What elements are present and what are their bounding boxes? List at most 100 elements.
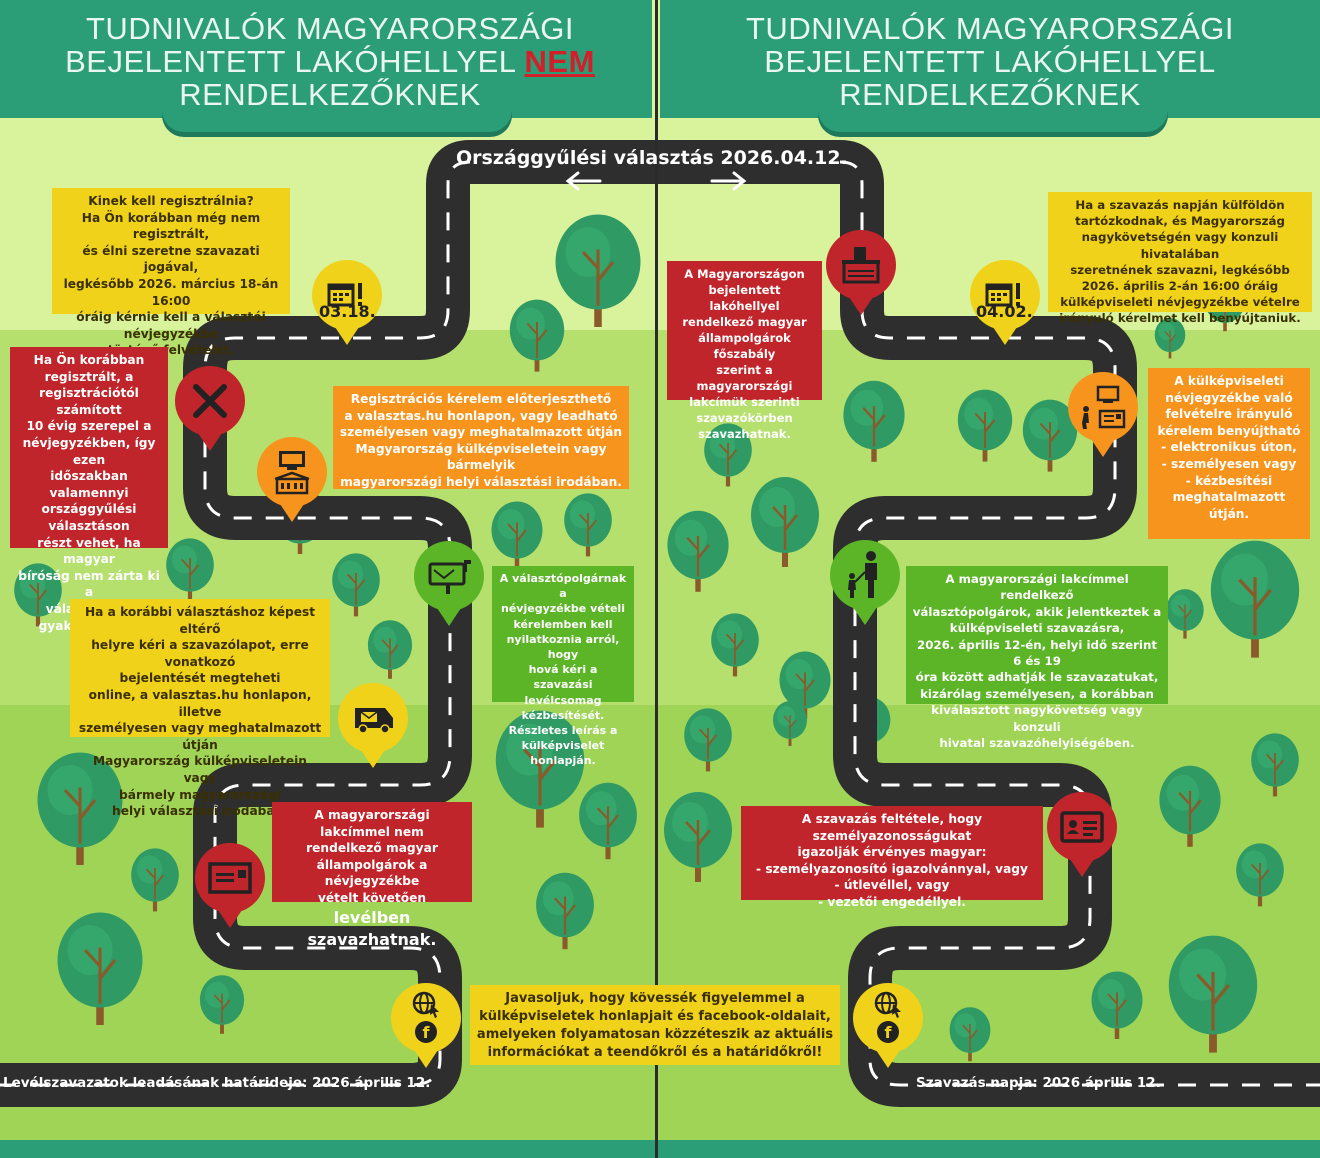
tree (664, 792, 732, 882)
left-title: TUDNIVALÓK MAGYARORSZÁGI BEJELENTETT LAK… (65, 11, 595, 112)
text-line: állampolgárok főszabály (698, 331, 791, 361)
text-line: meghatalmazott útján. (1172, 490, 1286, 521)
id-card-icon (1060, 811, 1104, 843)
computer-person-pin (1068, 372, 1138, 457)
arrow-left-icon (565, 171, 602, 191)
text-line: nagykövetségén vagy konzuli hivatalában (1081, 230, 1279, 261)
text-line: amelyeken folyamatosan közzéteszik az ak… (476, 1027, 834, 1042)
text-line: kérelemben kell (513, 617, 613, 631)
text-line: A magyarországi lakcímmel rendelkező (945, 572, 1129, 603)
text-line: nyilatkoznia arról, hogy (506, 632, 620, 662)
tree (1154, 317, 1186, 359)
text-line: online, a valasztas.hu honlapon, illetve (88, 687, 312, 719)
text-line: Javasoljuk, hogy kövessék figyelemmel a (505, 991, 805, 1006)
tree (779, 651, 831, 719)
text-line: kiválasztott nagykövetség vagy konzuli (931, 703, 1143, 734)
tree (564, 493, 612, 557)
text-line: bejelentett lakóhellyel (708, 283, 781, 313)
tree (495, 710, 585, 828)
text-line: 2026. április 12-én, helyi idő szerint 6… (917, 637, 1157, 669)
text-line: névjegyzékbe (123, 326, 219, 341)
text-line: - kézbesítési (1185, 473, 1273, 488)
text-line: - útlevéllel, vagy (834, 878, 950, 893)
text-line: Magyarország külképviseletein vagy (93, 754, 307, 785)
computer-office-pin (257, 437, 327, 522)
tree (773, 701, 807, 746)
calendar-icon (985, 283, 1020, 307)
text-line: vételt követően (317, 890, 427, 905)
calendar-pin-right (970, 260, 1040, 345)
mail-truck-icon (355, 708, 393, 734)
tree (555, 214, 641, 327)
mailbox-icon (428, 560, 471, 594)
x-pin (175, 366, 245, 451)
svg-text:f: f (885, 1023, 893, 1042)
tree (1210, 540, 1300, 658)
text-line: részt vehet, ha magyar (37, 535, 141, 567)
mail-truck-pin (338, 683, 408, 768)
text-line: 10 évig szerepel a (26, 419, 152, 434)
text-line: bejelentését megteheti (119, 671, 281, 686)
text-line: Ha Ön korábban (33, 353, 145, 367)
text-line: országgyűlési választáson (41, 502, 137, 533)
web-facebook-icon: f (874, 991, 901, 1043)
tree (1236, 843, 1284, 907)
text-line: a valasztas.hu honlapon, vagy leadható (344, 408, 618, 423)
text-line: bármely magyarországi (119, 787, 281, 802)
text-line: Ha a korábbi választáshoz képest eltérő (84, 605, 316, 636)
text-line: helyre kéri a szavazólapot, erre vonatko… (91, 638, 309, 669)
text-line: óráig kérnie kell a választói (76, 310, 266, 325)
text-line: és élni szeretne szavazati jogával, (82, 243, 260, 275)
left-header-tab (162, 90, 512, 132)
calendar-pin-left (312, 260, 382, 345)
web-facebook-pin-left: f (391, 983, 461, 1068)
text-line: személyesen vagy meghatalmazott útján (339, 425, 623, 440)
mailbox-pin (414, 541, 484, 626)
text-line: Részletes leírás a (508, 724, 618, 738)
text-line: - vezetői engedéllyel. (818, 894, 966, 909)
text-line: szavazókörben (696, 411, 793, 425)
text-line: állampolgárok a névjegyzékbe (316, 857, 428, 889)
how-register-box: Regisztrációs kérelem előterjeszthető a v… (333, 386, 629, 489)
text-line: legkésőbb 2026. március 18-án 16:00 (63, 276, 279, 308)
tree (131, 848, 179, 912)
text-line: szeretnének szavazni, legkésőbb (1070, 262, 1290, 277)
tree (536, 872, 594, 950)
center-divider (655, 0, 658, 1158)
text-line: rendelkező magyar (306, 841, 438, 856)
text-line: Magyarország külképviseletein vagy bárme… (355, 441, 607, 473)
voter-icon (848, 551, 877, 598)
date-label-right: 04.02. (976, 302, 1033, 321)
text-line: Regisztrációs kérelem előterjeszthető (350, 392, 612, 406)
text-line: rendelkező magyar (682, 315, 807, 329)
tree (1159, 765, 1221, 847)
computer-person-icon (1082, 385, 1126, 429)
tree (949, 1007, 991, 1062)
text-line: névjegyzékbe való (1165, 390, 1293, 405)
computer-office-icon (274, 451, 310, 495)
web-facebook-pin-right: f (853, 983, 923, 1068)
id-card-pin (1047, 792, 1117, 877)
text-line: külképviseleti szavazásra, (949, 621, 1125, 636)
svg-text:f: f (423, 1023, 431, 1042)
text-line: Ha a szavazás napján külföldön (1075, 198, 1285, 212)
tree (957, 389, 1013, 462)
tree (37, 752, 123, 865)
text-line: külképviselet honlapján. (521, 739, 605, 768)
text-line: választópolgárok, akik jelentkeztek a (912, 604, 1162, 619)
text-line: A szavazás feltétele, hogy személyazonos… (801, 812, 983, 843)
election-date-label: Országgyűlési választás 2026.04.12. (456, 147, 848, 169)
mail-deadline-label: Levélszavazatok leadásának határideje: 2… (3, 1075, 431, 1091)
tree (509, 299, 565, 372)
bottom-strip (0, 1140, 1320, 1158)
voting-day-label: Szavazás napja: 2026 április 12. (916, 1075, 1161, 1091)
tree (751, 477, 819, 567)
text-line: magyarországi helyi választási irodában. (340, 474, 622, 489)
tree (667, 510, 729, 592)
x-icon (193, 384, 227, 418)
text-line: regisztrációtól számított (39, 386, 139, 417)
